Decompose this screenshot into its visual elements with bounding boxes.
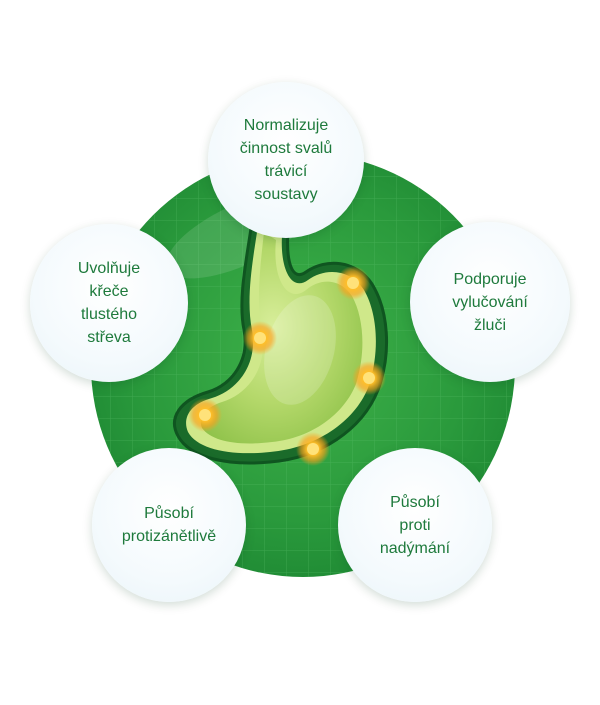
benefit-label-right: Podporuje vylučování žluči [452,270,528,334]
benefit-label-left: Uvolňuje křeče tlustého střeva [77,260,141,346]
benefit-bubble-left: Uvolňuje křeče tlustého střeva [30,224,188,382]
hotspot-1 [336,266,370,300]
hotspot-2 [243,321,277,355]
hotspot-3 [352,361,386,395]
benefit-label-bottom-left: Působí protizánětlivě [121,505,217,545]
hotspot-5 [296,432,330,466]
hotspot-4 [188,398,222,432]
benefit-label-top: Normalizuje činnost svalů trávicí sousta… [239,117,333,203]
benefit-bubble-right: Podporuje vylučování žluči [410,222,570,382]
stomach-body [200,232,363,444]
benefit-label-bottom-right: Působí proti nadýmání [379,493,451,557]
benefit-bubble-top: Normalizuje činnost svalů trávicí sousta… [208,82,364,238]
benefit-bubble-bottom-left: Působí protizánětlivě [92,448,246,602]
benefit-bubble-bottom-right: Působí proti nadýmání [338,448,492,602]
